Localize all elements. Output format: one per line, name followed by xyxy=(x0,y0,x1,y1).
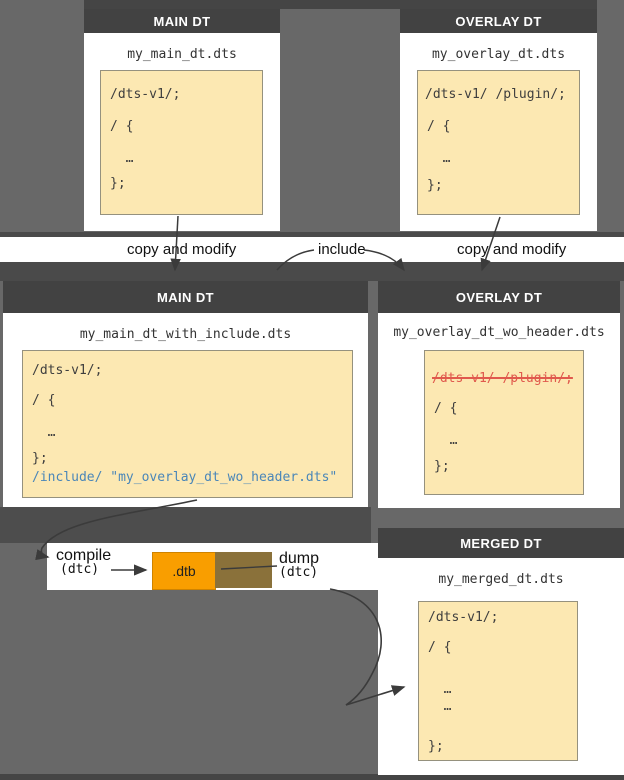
dump-swoop-curve xyxy=(329,588,382,706)
include-label: include xyxy=(318,241,366,258)
top-dark-strip xyxy=(84,0,597,9)
overlay-dt-wo-header-box: OVERLAY DT my_overlay_dt_wo_header.dts /… xyxy=(378,281,620,508)
overlay-dt-wo-header-code: /dts-v1/ /plugin/; / { … }; xyxy=(424,350,584,495)
overlay-dt-top-box: OVERLAY DT my_overlay_dt.dts /dts-v1/ /p… xyxy=(400,9,597,231)
code-line: /dts-v1/ /plugin/; xyxy=(425,87,566,102)
code-line: … xyxy=(110,151,134,166)
merged-dt-code: /dts-v1/; / { … … }; xyxy=(418,601,578,761)
main-dt-top-code: /dts-v1/; / { … }; xyxy=(100,70,263,215)
code-line: }; xyxy=(427,178,443,193)
main-dt-top-filename: my_main_dt.dts xyxy=(127,47,237,62)
overlay-dt-top-filename: my_overlay_dt.dts xyxy=(431,47,566,62)
code-line: / { xyxy=(427,119,451,134)
code-line: / { xyxy=(434,401,458,416)
main-dt-top-box: MAIN DT my_main_dt.dts /dts-v1/; / { … }… xyxy=(84,9,280,231)
code-line: … xyxy=(32,425,56,440)
code-line: /dts-v1/; xyxy=(110,87,181,102)
code-line: … xyxy=(428,699,452,714)
code-line: … xyxy=(427,151,451,166)
include-directive-line: /include/ "my_overlay_dt_wo_header.dts" xyxy=(32,470,338,485)
compile-dump-strip: compile (dtc) .dtb dump (dtc) xyxy=(47,543,378,590)
code-line: … xyxy=(428,682,452,697)
merged-dt-filename: my_merged_dt.dts xyxy=(438,572,564,587)
merged-dt-header: MERGED DT xyxy=(378,528,624,558)
lower-dark-band xyxy=(0,262,624,281)
dump-label: dump (dtc) xyxy=(279,550,320,580)
main-dt-include-header: MAIN DT xyxy=(3,281,368,313)
code-line: }; xyxy=(428,739,444,754)
code-line: … xyxy=(434,433,458,448)
overlay-dt-top-header: OVERLAY DT xyxy=(400,9,597,33)
code-line: / { xyxy=(32,393,56,408)
merged-dt-box: MERGED DT my_merged_dt.dts /dts-v1/; / {… xyxy=(378,528,624,775)
main-dt-top-header: MAIN DT xyxy=(84,9,280,33)
row2-bottom-band xyxy=(0,507,371,543)
copy-modify-left-label: copy and modify xyxy=(127,241,237,258)
code-line: }; xyxy=(32,451,48,466)
dump-label-text: dump xyxy=(279,550,320,567)
removed-header-line: /dts-v1/ /plugin/; xyxy=(432,371,573,386)
upper-dark-band xyxy=(0,232,624,237)
compile-label-text: compile xyxy=(56,547,112,564)
code-line: }; xyxy=(434,459,450,474)
binary-blob-box xyxy=(215,552,272,588)
overlay-dt-wo-header-filename: my_overlay_dt_wo_header.dts xyxy=(393,325,605,340)
code-line: /dts-v1/; xyxy=(428,610,499,625)
main-dt-include-filename: my_main_dt_with_include.dts xyxy=(79,327,292,342)
dump-tool-label: (dtc) xyxy=(279,565,319,580)
code-line: / { xyxy=(110,119,134,134)
code-line: }; xyxy=(110,176,126,191)
overlay-dt-top-code: /dts-v1/ /plugin/; / { … }; xyxy=(417,70,580,215)
compile-label: compile (dtc) xyxy=(56,547,112,577)
code-line: / { xyxy=(428,640,452,655)
main-dt-include-box: MAIN DT my_main_dt_with_include.dts /dts… xyxy=(3,281,368,507)
code-line: /dts-v1/; xyxy=(32,363,103,378)
main-dt-include-code: /dts-v1/; / { … }; /include/ "my_overlay… xyxy=(22,350,353,498)
overlay-dt-wo-header-header: OVERLAY DT xyxy=(378,281,620,313)
dtb-file-box: .dtb xyxy=(152,552,216,590)
bottom-dark-strip xyxy=(0,774,624,780)
copy-modify-right-label: copy and modify xyxy=(457,241,567,258)
compile-tool-label: (dtc) xyxy=(60,562,100,577)
